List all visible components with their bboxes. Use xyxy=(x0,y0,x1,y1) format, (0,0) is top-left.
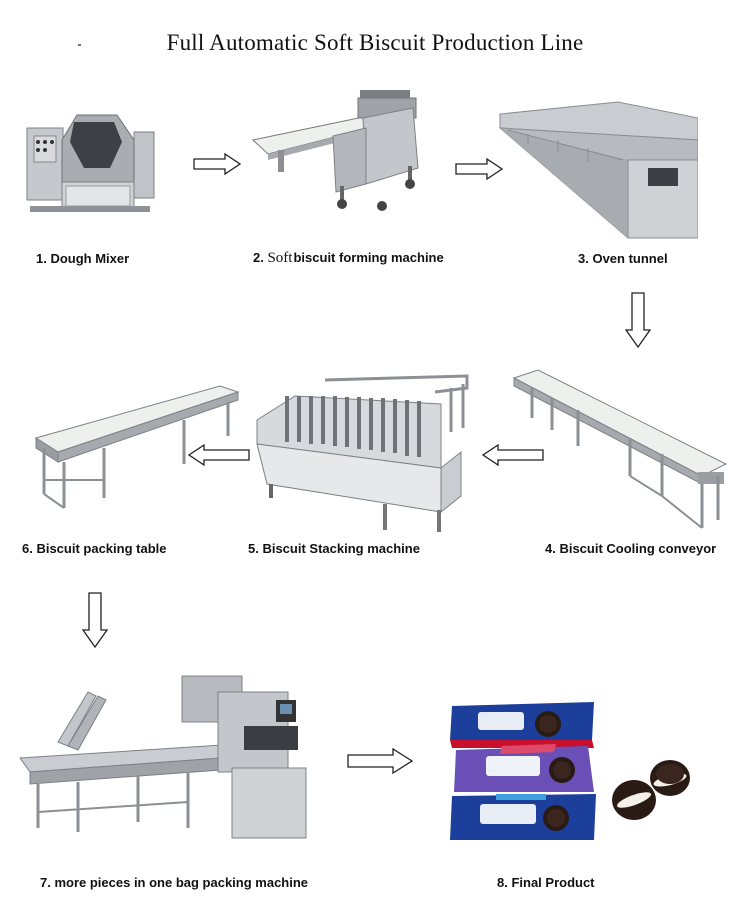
page-title: Full Automatic Soft Biscuit Production L… xyxy=(166,30,584,55)
step-1-image xyxy=(22,110,157,220)
step-3-label: 3. Oven tunnel xyxy=(578,251,668,266)
arrow-down-1 xyxy=(625,292,651,348)
packing-table-icon xyxy=(34,385,240,509)
step-6-label: 6. Biscuit packing table xyxy=(22,541,167,556)
step-2-number: 2. xyxy=(253,250,268,265)
dough-mixer-icon xyxy=(26,114,155,212)
step-6-image xyxy=(34,384,240,516)
step-4-label: 4. Biscuit Cooling conveyor xyxy=(545,541,717,556)
arrow-right-1 xyxy=(193,153,241,175)
step-2-label-rest: biscuit forming machine xyxy=(293,250,444,265)
stacking-machine-icon xyxy=(256,374,469,532)
arrow-right-2 xyxy=(455,158,503,180)
step-3-image xyxy=(498,100,698,240)
step-2-serif-word: Soft xyxy=(267,250,293,266)
arrow-right-3 xyxy=(347,748,413,774)
step-5-label: 5. Biscuit Stacking machine xyxy=(248,541,420,556)
step-4-image xyxy=(512,368,730,536)
biscuit-product-icon xyxy=(450,702,690,840)
cooling-conveyor-icon xyxy=(512,369,728,529)
step-5-image xyxy=(255,372,475,534)
step-8-image xyxy=(446,700,696,846)
step-8-label: 8. Final Product xyxy=(497,875,595,890)
packing-machine-icon xyxy=(19,675,307,839)
decorative-dot xyxy=(78,44,81,46)
step-2-image xyxy=(248,88,428,216)
arrow-left-2 xyxy=(188,444,250,466)
oven-tunnel-icon xyxy=(498,101,698,239)
forming-machine-icon xyxy=(251,90,419,211)
step-7-image xyxy=(18,672,320,844)
arrow-down-2 xyxy=(82,592,108,648)
step-1-label: 1. Dough Mixer xyxy=(36,251,130,266)
step-7-label: 7. more pieces in one bag packing machin… xyxy=(40,875,309,890)
arrow-left-1 xyxy=(482,444,544,466)
step-2-label: 2. Softbiscuit forming machine xyxy=(253,250,444,267)
